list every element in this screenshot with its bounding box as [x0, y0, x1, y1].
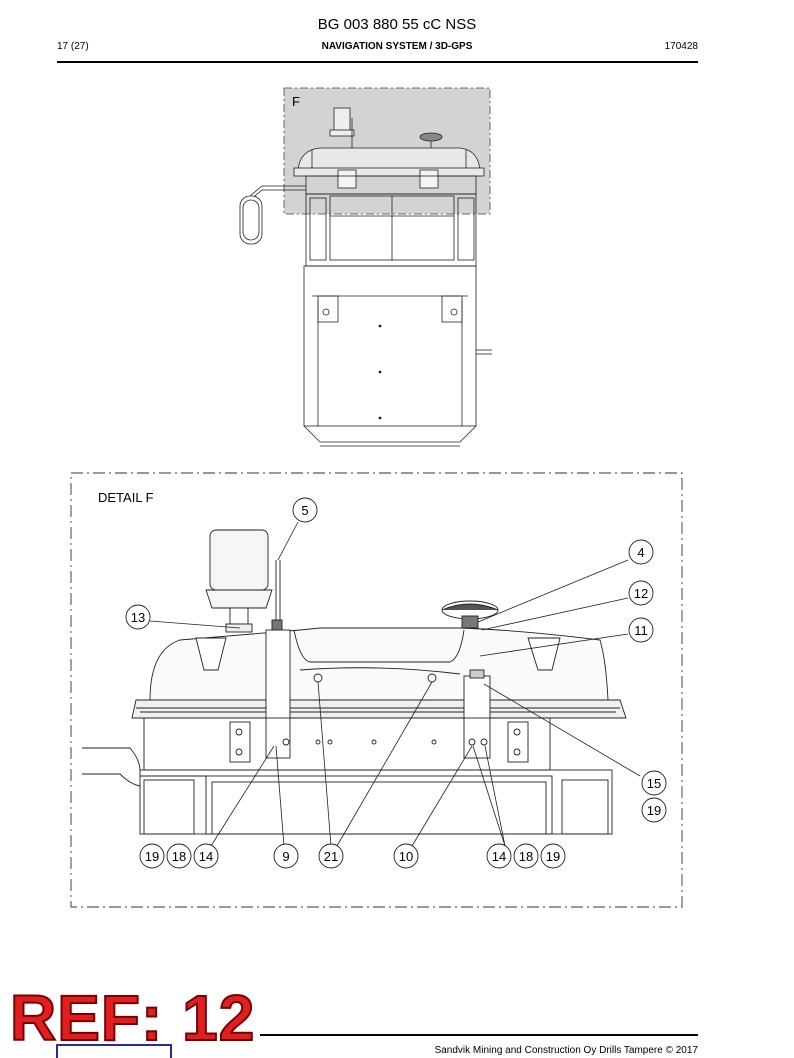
callout-11: 11	[628, 617, 654, 643]
callout-4: 4	[628, 539, 654, 565]
callout-18-left: 18	[166, 843, 192, 869]
callout-19-right: 19	[641, 797, 667, 823]
callout-number: 18	[519, 849, 533, 864]
callout-number: 15	[647, 776, 661, 791]
callout-number: 14	[199, 849, 213, 864]
callout-19-right-bottom: 19	[540, 843, 566, 869]
header-rule	[57, 61, 698, 63]
callout-number: 14	[492, 849, 506, 864]
callout-number: 19	[546, 849, 560, 864]
callout-19-left: 19	[139, 843, 165, 869]
page-number: 17 (27)	[57, 41, 89, 52]
section-title: NAVIGATION SYSTEM / 3D-GPS	[321, 41, 473, 52]
callout-14-left: 14	[193, 843, 219, 869]
callout-9: 9	[273, 843, 299, 869]
callout-number: 12	[634, 586, 648, 601]
footer-logo	[56, 1044, 172, 1058]
detail-drawing	[82, 529, 627, 835]
callout-number: 4	[637, 545, 644, 560]
callout-21: 21	[318, 843, 344, 869]
overview-detail-letter: F	[292, 94, 300, 109]
callout-number: 18	[172, 849, 186, 864]
leader-lines	[149, 521, 641, 847]
callout-number: 5	[301, 503, 308, 518]
callout-15: 15	[641, 770, 667, 796]
footer-copyright: Sandvik Mining and Construction Oy Drill…	[434, 1045, 698, 1056]
callout-5: 5	[292, 497, 318, 523]
callout-number: 21	[324, 849, 338, 864]
callout-18-right: 18	[513, 843, 539, 869]
callout-number: 19	[647, 803, 661, 818]
callout-number: 9	[282, 849, 289, 864]
callout-14-right: 14	[486, 843, 512, 869]
callout-number: 13	[131, 610, 145, 625]
callout-number: 19	[145, 849, 159, 864]
footer-rule	[260, 1034, 698, 1036]
document-code: 170428	[664, 41, 698, 52]
callout-number: 11	[634, 623, 648, 638]
detail-frame	[70, 472, 683, 908]
document-title: BG 003 880 55 cC NSS	[317, 16, 477, 33]
callout-12: 12	[628, 580, 654, 606]
callout-13: 13	[125, 604, 151, 630]
callout-number: 10	[399, 849, 413, 864]
callouts: 5 4 12 13 11 15 19 19 18 14 9 21 10 14 1…	[125, 497, 667, 869]
ref-watermark: REF: 12	[9, 982, 256, 1054]
callout-10: 10	[393, 843, 419, 869]
detail-title: DETAIL F	[98, 490, 154, 505]
overview-drawing	[239, 87, 492, 447]
